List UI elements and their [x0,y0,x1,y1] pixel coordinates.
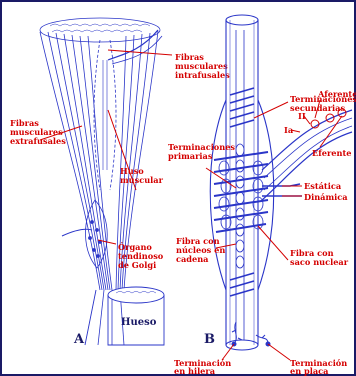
label-eferente: Eferente [312,148,351,158]
label-fibra-saco: Fibra con saco nuclear [290,248,349,267]
panel-a: Fibras musculares intrafusales Fibras mu… [10,18,231,347]
panel-letter-a: A [73,332,85,347]
leader-fibra-saco [258,226,288,260]
leader-terminacion-placa [268,344,290,360]
muscle-spindle-a [94,40,116,190]
panel-letter-b: B [204,332,215,347]
label-ia: Ia [284,125,294,135]
bone [108,287,164,345]
label-terminacion-hilera: Terminación en hilera [174,358,234,376]
label-dinamica: Dinámica [304,192,348,202]
label-fibras-intrafusales: Fibras musculares intrafusales [175,52,231,80]
label-estatica: Estática [304,181,342,191]
label-aferente: Aferente [317,89,356,99]
label-fibra-cadena: Fibra con núcleos en cadena [176,236,228,264]
label-fibras-extrafusales: Fibras musculares extrafusales [10,118,66,146]
gamma-ending-icon [232,322,242,346]
label-hueso: Hueso [121,317,157,328]
label-huso-muscular: Huso muscular [120,166,164,185]
label-terminacion-placa: Terminación en placa [290,358,350,376]
label-organo-golgi: Órgano tendinoso de Golgi [118,242,166,270]
leader-terminaciones-secundarias [254,102,288,118]
label-ii: II [298,111,306,121]
